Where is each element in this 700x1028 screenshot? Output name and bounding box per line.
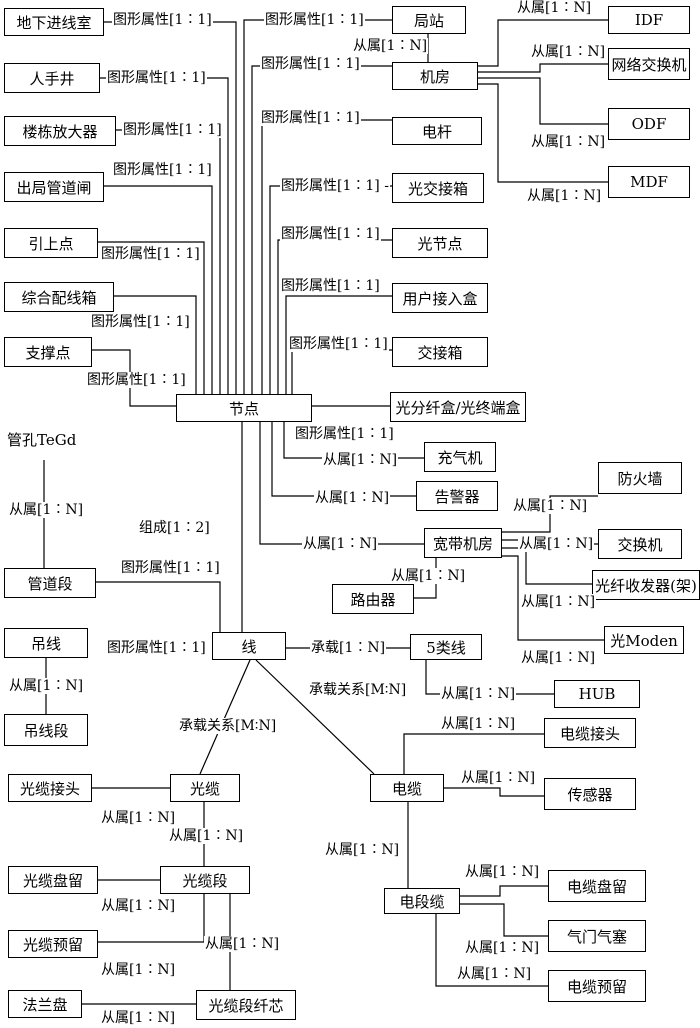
box-diaoduan: 吊线段: [4, 714, 88, 746]
label-rel-27: 从属[1∶N]: [520, 594, 597, 610]
box-qimen: 气门气塞: [548, 920, 646, 952]
label-rel-7: 图形属性[1∶1]: [112, 162, 213, 178]
box-guandao: 管道段: [4, 568, 96, 598]
box-guanglanduan: 光缆段: [160, 866, 250, 894]
label-rel-11: 图形属性[1∶1]: [90, 314, 191, 330]
box-guanglanjt: 光缆接头: [8, 774, 92, 802]
box-shoukou: 人手井: [4, 63, 100, 93]
label-rel-42: 从属[1∶N]: [324, 842, 401, 858]
box-zonghe: 综合配线箱: [4, 282, 114, 312]
label-rel-28: 从属[1∶N]: [520, 650, 597, 666]
box-xinxin: 光缆段纤芯: [196, 990, 296, 1020]
box-wangluo: 网络交换机: [608, 48, 690, 80]
label-rel-13: 图形属性[1∶1]: [86, 372, 187, 388]
label-rel-25: 从属[1∶N]: [518, 536, 595, 552]
label-rel-5: 图形属性[1∶1]: [122, 122, 223, 138]
box-xian: 线: [212, 632, 286, 660]
box-mdf: MDF: [608, 166, 690, 198]
label-rel-32: 图形属性[1∶1]: [106, 640, 207, 656]
label-rel-31: 图形属性[1∶1]: [120, 560, 221, 576]
box-guanglan: 光缆: [170, 774, 240, 802]
label-rel-9: 图形属性[1∶1]: [100, 246, 201, 262]
box-diaoxian: 吊线: [4, 628, 88, 658]
label-rel-34: 承载[1∶N]: [310, 640, 387, 656]
label-rel-12: 图形属性[1∶1]: [280, 278, 381, 294]
box-dixia: 地下进线室: [4, 8, 104, 36]
box-dianlanjt: 电缆接头: [544, 718, 636, 748]
box-glyuliu: 光缆预留: [8, 930, 98, 958]
label-rel-14: 图形属性[1∶1]: [288, 336, 389, 352]
box-leixian: 5类线: [410, 634, 482, 660]
box-yinshang: 引上点: [4, 228, 98, 258]
label-rel-18: 从属[1∶N]: [530, 44, 607, 60]
box-yonghu: 用户接入盒: [392, 283, 488, 313]
label-rel-1: 图形属性[1∶1]: [112, 12, 213, 28]
label-rel-21: 从属[1∶N]: [322, 452, 399, 468]
box-odf: ODF: [608, 108, 690, 140]
box-dlpanliu: 电缆盘留: [548, 870, 646, 902]
box-luyou: 路由器: [332, 584, 414, 614]
box-dlyuliu: 电缆预留: [548, 970, 646, 1002]
label-guankong: 管孔TeGd: [6, 431, 78, 449]
label-rel-36: 从属[1∶N]: [440, 686, 517, 702]
label-rel-19: 从属[1∶N]: [530, 134, 607, 150]
box-jiaohuan: 交换机: [598, 529, 682, 559]
box-fanghuo: 防火墙: [598, 462, 682, 494]
box-kuandai: 宽带机房: [424, 528, 502, 558]
box-jiedian: 节点: [176, 394, 312, 422]
label-rel-16: 从属[1∶N]: [352, 38, 429, 54]
box-gaojing: 告警器: [416, 481, 498, 511]
label-rel-41: 从属[1∶N]: [168, 828, 245, 844]
label-rel-29: 从属[1∶N]: [8, 502, 85, 518]
box-jiaojie: 交接箱: [392, 337, 488, 367]
box-loudong: 楼栋放大器: [4, 116, 116, 146]
box-chuju: 出局管道闸: [4, 172, 104, 202]
box-chuanganqi: 传感器: [544, 778, 636, 810]
label-rel-26: 从属[1∶N]: [390, 568, 467, 584]
label-rel-3: 图形属性[1∶1]: [106, 70, 207, 86]
label-rel-49: 从属[1∶N]: [456, 966, 533, 982]
label-rel-23: 从属[1∶N]: [302, 536, 379, 552]
label-rel-4: 图形属性[1∶1]: [260, 56, 361, 72]
box-jifang: 机房: [392, 62, 478, 90]
label-rel-30: 组成[1∶2]: [138, 520, 211, 536]
label-rel-39: 承载关系[M∶N]: [178, 718, 278, 734]
label-rel-43: 从属[1∶N]: [100, 898, 177, 914]
label-rel-10: 图形属性[1∶1]: [280, 226, 381, 242]
box-guangxian: 光纤收发器(架): [592, 570, 700, 600]
label-rel-33: 从属[1∶N]: [8, 678, 85, 694]
box-zhicheng: 支撑点: [4, 337, 92, 367]
label-rel-20: 从属[1∶N]: [526, 188, 603, 204]
label-rel-35: 承载关系[M∶N]: [308, 682, 408, 698]
label-rel-45: 从属[1∶N]: [100, 962, 177, 978]
label-rel-22: 从属[1∶N]: [314, 490, 391, 506]
label-rel-17: 从属[1∶N]: [516, 0, 593, 16]
label-rel-24: 从属[1∶N]: [512, 498, 589, 514]
label-rel-2: 图形属性[1∶1]: [264, 12, 365, 28]
box-juzhan: 局站: [392, 6, 466, 34]
box-dianlan: 电缆: [370, 774, 444, 802]
box-guangjiao: 光交接箱: [392, 173, 484, 203]
label-rel-44: 从属[1∶N]: [204, 936, 281, 952]
box-falan: 法兰盘: [8, 990, 82, 1018]
label-rel-48: 从属[1∶N]: [464, 940, 541, 956]
label-rel-47: 从属[1∶N]: [464, 864, 541, 880]
box-glpanliu: 光缆盘留: [8, 866, 98, 894]
box-moden: 光Moden: [604, 626, 684, 654]
box-guangfen: 光分纤盒/光终端盒: [390, 392, 526, 422]
label-rel-37: 从属[1∶N]: [440, 716, 517, 732]
box-chongqi: 充气机: [424, 442, 496, 472]
box-dianxian: 电杆: [392, 117, 482, 145]
label-rel-8: 图形属性[1∶1] -: [280, 178, 390, 194]
box-idf: IDF: [608, 6, 690, 34]
label-rel-15: 图形属性[1∶1]: [294, 426, 395, 442]
box-hub: HUB: [554, 680, 640, 708]
box-guangjie: 光节点: [392, 228, 488, 258]
label-rel-38: 从属[1∶N]: [460, 770, 537, 786]
label-rel-40: 从属[1∶N]: [100, 810, 177, 826]
box-dianduan: 电段缆: [384, 888, 460, 914]
label-rel-46: 从属[1∶N]: [100, 1010, 177, 1026]
label-rel-6: 图形属性[1∶1]: [260, 110, 361, 126]
